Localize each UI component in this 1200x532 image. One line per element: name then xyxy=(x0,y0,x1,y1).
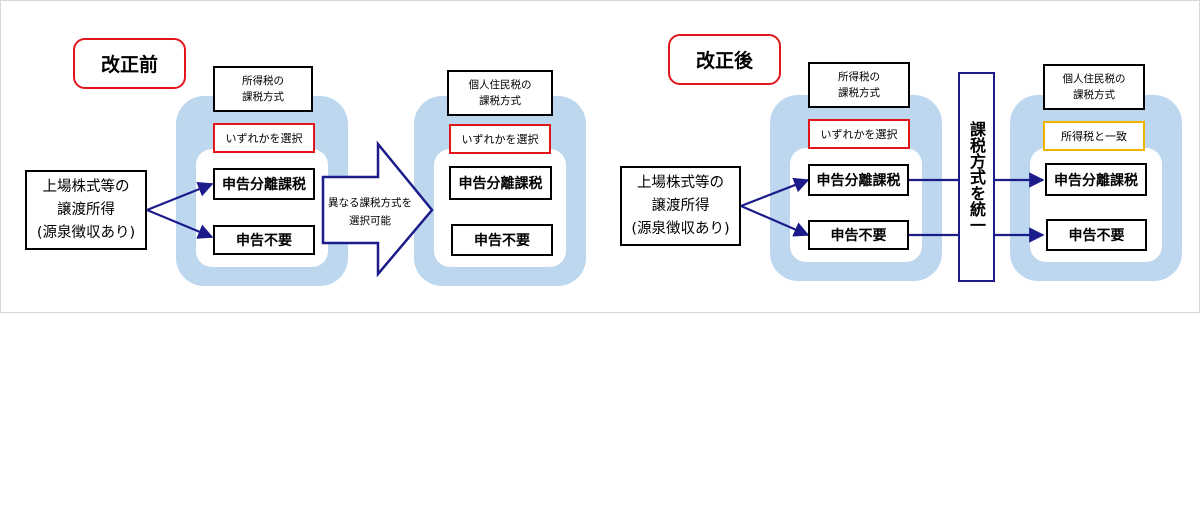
arrow-source-to-nofiling-after xyxy=(740,204,810,237)
income-tax-header-before: 所得税の 課税方式 xyxy=(213,66,313,112)
source-box-after: 上場株式等の 譲渡所得 (源泉徴収あり) xyxy=(620,166,741,246)
arrow-source-to-nofiling-before xyxy=(146,208,214,239)
income-tax-header-after: 所得税の 課税方式 xyxy=(808,62,910,108)
income-tax-option-nofiling-after: 申告不要 xyxy=(808,220,909,250)
title-after: 改正後 xyxy=(668,34,781,85)
resident-tax-option-separate-before: 申告分離課税 xyxy=(449,166,552,200)
resident-tax-header-before: 個人住民税の 課税方式 xyxy=(447,70,553,116)
resident-tax-choice-before: いずれかを選択 xyxy=(449,124,551,154)
unify-method-label: 課税方式を統一 xyxy=(958,72,995,282)
different-method-block-arrow xyxy=(321,140,434,278)
title-before: 改正前 xyxy=(73,38,186,89)
arrow-source-to-separate-after xyxy=(740,177,810,208)
resident-tax-option-nofiling-before: 申告不要 xyxy=(451,224,553,256)
resident-tax-match-label: 所得税と一致 xyxy=(1043,121,1145,151)
resident-tax-option-nofiling-after: 申告不要 xyxy=(1046,219,1147,251)
different-method-arrow-text: 異なる課税方式を 選択可能 xyxy=(328,197,412,227)
income-tax-option-separate-after: 申告分離課税 xyxy=(808,164,909,196)
source-box-before: 上場株式等の 譲渡所得 (源泉徴収あり) xyxy=(25,170,147,250)
income-tax-choice-after: いずれかを選択 xyxy=(808,119,910,149)
resident-tax-option-separate-after: 申告分離課税 xyxy=(1045,163,1147,196)
arrow-source-to-separate-before xyxy=(146,181,214,212)
resident-tax-header-after: 個人住民税の 課税方式 xyxy=(1043,64,1145,110)
income-tax-option-separate-before: 申告分離課税 xyxy=(213,168,315,200)
income-tax-option-nofiling-before: 申告不要 xyxy=(213,225,315,255)
income-tax-choice-before: いずれかを選択 xyxy=(213,123,315,153)
